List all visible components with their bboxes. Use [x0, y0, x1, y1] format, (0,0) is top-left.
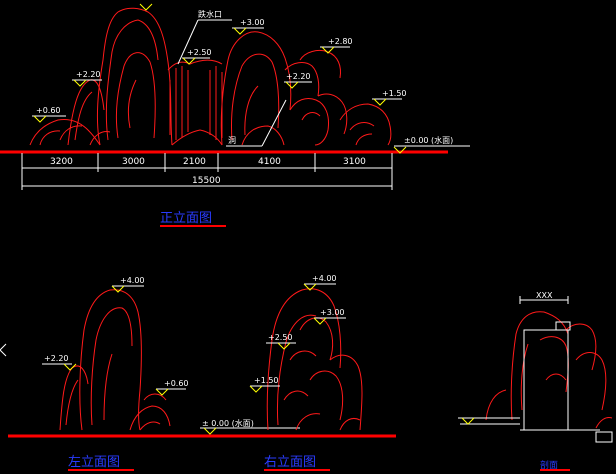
- elev-marker-left-060: +0.60: [155, 379, 189, 396]
- dim-segment-1: 3200: [50, 157, 73, 167]
- front-elevation: +0.60 +2.20 +2.50 +3.00 +2.80: [0, 3, 470, 227]
- dim-segment-3: 2100: [183, 157, 206, 167]
- dim-segment-4: 4100: [258, 157, 281, 167]
- elev-marker-front-300: +3.00: [232, 18, 265, 35]
- elev-label: +2.50: [187, 48, 212, 57]
- elev-label: +2.20: [44, 354, 69, 363]
- left-elevation-markers: +2.20 +4.00 +0.60: [42, 276, 189, 396]
- elev-label: +0.60: [164, 379, 189, 388]
- elev-label: +0.60: [36, 106, 61, 115]
- front-elevation-title: 正立面图: [160, 211, 212, 226]
- elev-label: +2.20: [286, 72, 311, 81]
- elev-marker-right-400: +4.00: [303, 274, 337, 291]
- dim-segment-5: 3100: [343, 157, 366, 167]
- elev-marker-right-250: +2.50: [266, 333, 296, 350]
- elev-marker-right-150: +1.50: [249, 376, 280, 393]
- left-elevation: +2.20 +4.00 +0.60 ± 0.00 (水面) 左立面图: [8, 276, 396, 471]
- front-dimension-chain: 3200 3000 2100 4100 3100 15500: [21, 153, 393, 190]
- left-waterline-label: ± 0.00 (水面): [202, 418, 254, 428]
- front-elevation-markers: +0.60 +2.20 +2.50 +3.00 +2.80: [32, 3, 407, 123]
- elev-marker-front-220a: +2.20: [72, 70, 102, 87]
- elev-label: +4.00: [120, 276, 145, 285]
- section-structure: [458, 296, 613, 443]
- elev-marker-left-400: +4.00: [111, 276, 145, 293]
- left-rockery: [59, 289, 171, 431]
- waterfall-outlet-label: 跌水口: [198, 9, 222, 19]
- right-elevation: +4.00 +3.00 +2.50 +1.50 右立面图: [249, 274, 363, 471]
- section-water-marker-icon: [461, 417, 475, 425]
- right-elevation-markers: +4.00 +3.00 +2.50 +1.50: [249, 274, 346, 393]
- elev-marker-right-300: +3.00: [313, 308, 346, 325]
- dim-segment-2: 3000: [122, 157, 145, 167]
- left-elevation-title: 左立面图: [68, 455, 120, 470]
- section-rockery: [485, 311, 613, 429]
- elev-label: +3.00: [240, 18, 265, 27]
- elev-label: +3.00: [320, 308, 345, 317]
- front-waterline-label: ±0.00 (水面): [404, 135, 453, 145]
- dim-total: 15500: [192, 176, 221, 186]
- elev-marker-front-060: +0.60: [32, 106, 66, 123]
- front-waterline-callout: ±0.00 (水面): [393, 135, 470, 154]
- elev-marker-front-220b: +2.20: [284, 72, 312, 89]
- cave-label: 洞: [228, 135, 236, 145]
- elev-marker-front-150: +1.50: [372, 89, 407, 106]
- elev-label: +2.20: [76, 70, 101, 79]
- elev-marker-front-250: +2.50: [182, 48, 212, 65]
- top-marker-icon: [139, 3, 153, 11]
- section-top-dim: XXX: [536, 291, 553, 300]
- elev-marker-left-220: +2.20: [42, 354, 77, 371]
- right-rockery: [266, 288, 363, 431]
- elev-label: +1.50: [254, 376, 279, 385]
- elev-label: +2.50: [268, 333, 293, 342]
- cave-callout: 洞: [226, 99, 287, 147]
- left-waterline-callout: ± 0.00 (水面): [200, 418, 300, 435]
- right-elevation-title: 右立面图: [264, 455, 316, 470]
- section-title: 剖面: [540, 459, 558, 471]
- elev-label: +1.50: [382, 89, 407, 98]
- elev-label: +2.80: [328, 37, 353, 46]
- front-rockery: [29, 7, 392, 146]
- section-view: XXX 剖面: [458, 291, 613, 471]
- elev-label: +4.00: [312, 274, 337, 283]
- elev-marker-front-280: +2.80: [320, 37, 353, 54]
- waterfall-outlet-callout: 跌水口: [177, 9, 232, 65]
- chevron-left-icon: [0, 343, 7, 357]
